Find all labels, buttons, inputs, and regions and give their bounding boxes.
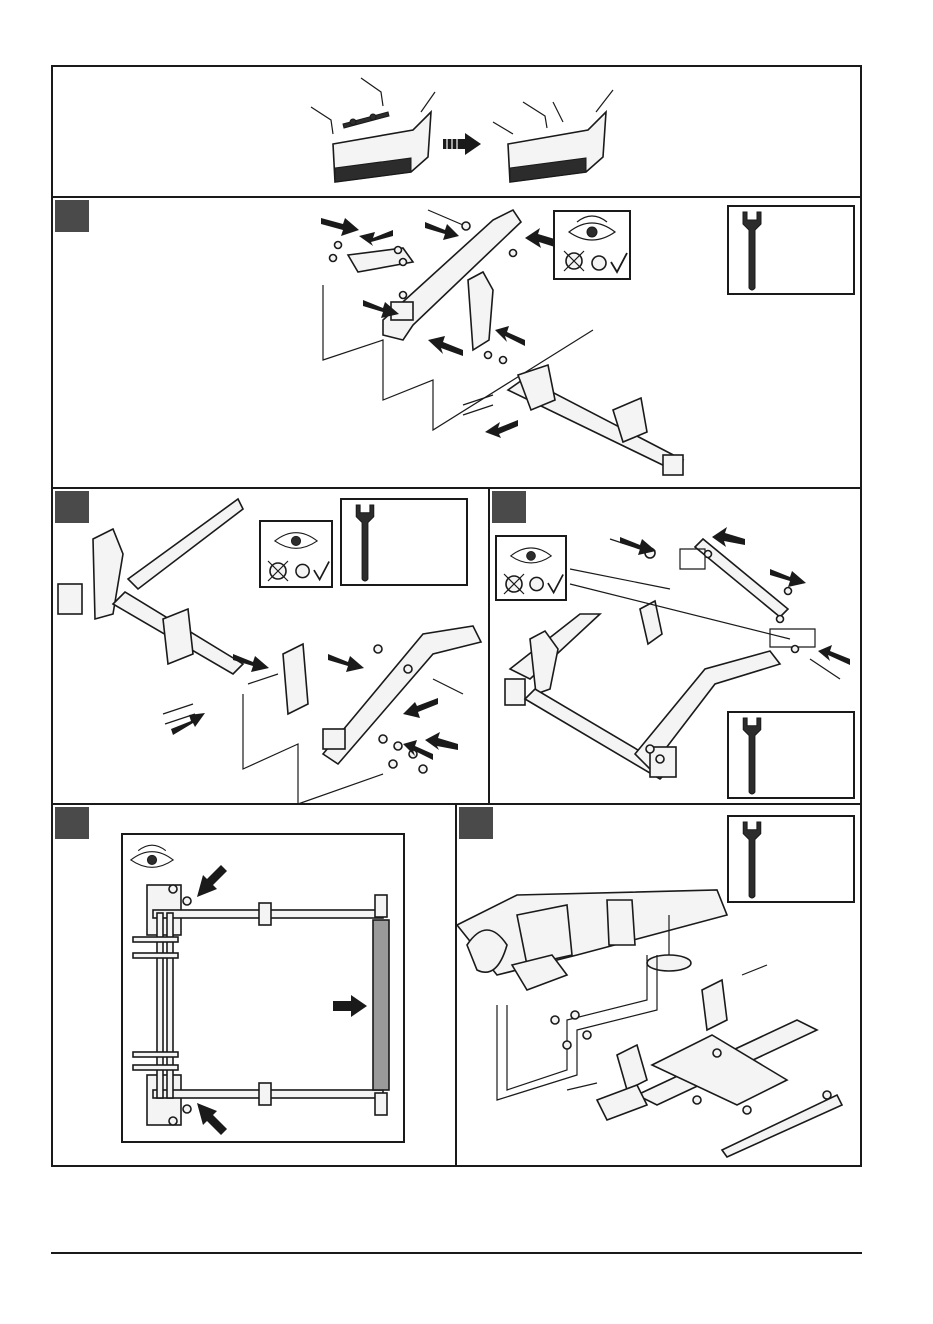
footer-rule: [51, 1252, 862, 1254]
blade-after-illustration: [483, 72, 623, 192]
blade-before-illustration: [303, 72, 443, 192]
tool-callout: [727, 711, 855, 799]
tool-callout: [727, 815, 855, 903]
transition-arrow-icon: [443, 133, 483, 155]
step-3-panel: [490, 489, 860, 803]
inspect-callout: [553, 210, 631, 280]
tool-callout: [340, 498, 468, 586]
no-grease-icon: [267, 560, 289, 582]
inspect-callout: [259, 520, 333, 588]
check-mark-icon: [529, 573, 565, 595]
step-5-panel: [457, 805, 860, 1165]
wrench-icon: [737, 210, 767, 292]
step-1-panel: [53, 198, 860, 487]
inspect-callout: [495, 535, 567, 601]
connecting-rod: [373, 920, 389, 1090]
eye-icon: [567, 218, 617, 244]
check-mark-icon: [295, 560, 331, 582]
wrench-icon: [737, 716, 767, 796]
frame-detail-box: [121, 833, 405, 1143]
no-grease-icon: [563, 250, 585, 272]
eye-icon: [509, 543, 553, 567]
no-grease-icon: [503, 573, 525, 595]
wrench-icon: [737, 820, 767, 900]
check-mark-icon: [591, 252, 629, 274]
step-2-panel: [53, 489, 488, 803]
wrench-icon: [350, 503, 380, 583]
step-4-marker: [55, 807, 89, 839]
step-4-panel: [53, 805, 455, 1165]
frame-top-view-illustration: [123, 865, 403, 1135]
eye-icon: [273, 528, 319, 552]
overview-panel: [53, 67, 860, 196]
tool-callout: [727, 205, 855, 295]
step-1-marker: [55, 200, 89, 232]
